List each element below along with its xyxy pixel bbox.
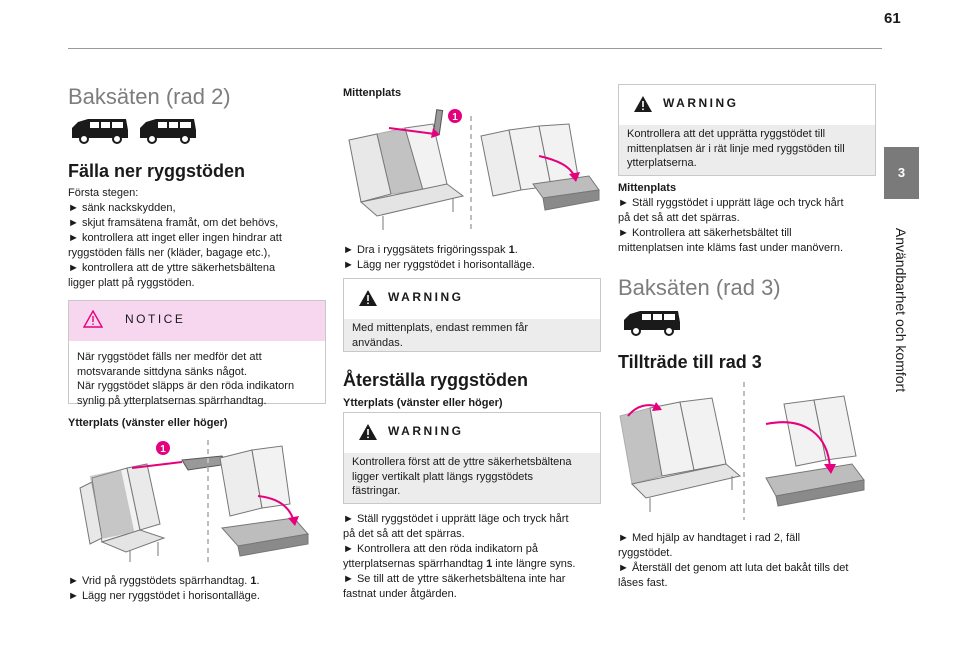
notice-title: NOTICE <box>125 312 186 326</box>
warning-text-3: Kontrollera att det upprätta ryggstödet … <box>627 128 845 169</box>
chapter-title: Användbarhet och komfort <box>893 227 909 393</box>
section-heading-row3: Baksäten (rad 3) <box>618 275 781 300</box>
warning-box-1: WARNING Med mittenplats, endast remmen f… <box>343 278 601 352</box>
access-steps: ► Med hjälp av handtaget i rad 2, fäll r… <box>618 532 849 589</box>
chapter-tab[interactable]: 3 <box>884 147 919 199</box>
first-steps-text: Första stegen: ► sänk nackskydden, ► skj… <box>68 187 282 289</box>
seat-fold-illustration-1: 1 <box>79 440 309 564</box>
middle-steps: ► Dra i ryggsätets frigöringsspak 1. ► L… <box>343 244 535 271</box>
seat-access-illustration <box>619 382 865 520</box>
outer-steps: ► Vrid på ryggstödets spärrhandtag. 1. ►… <box>68 575 260 602</box>
warning-icon <box>359 424 377 440</box>
callout-1-icon <box>156 441 170 455</box>
header-rule <box>68 48 882 49</box>
page-number: 61 <box>884 10 901 27</box>
van-long-icon <box>72 119 128 144</box>
restore-steps: ► Ställ ryggstödet i upprätt läge och tr… <box>343 513 576 600</box>
seat-fold-illustration-2: 1 <box>348 109 600 232</box>
warning-title-2: WARNING <box>388 424 464 438</box>
warning-text-2: Kontrollera först att de yttre säkerhets… <box>352 456 572 497</box>
outer-seat-title: Ytterplats (vänster eller höger) <box>68 417 228 429</box>
subheading-restore: Återställa ryggstöden <box>343 370 529 390</box>
svg-text:1: 1 <box>452 112 458 123</box>
svg-text:1: 1 <box>160 444 166 455</box>
subheading-fold-down: Fälla ner ryggstöden <box>68 161 246 181</box>
warning-icon <box>359 290 377 306</box>
vehicle-icons <box>72 119 196 144</box>
warning-text-1: Med mittenplats, endast remmen får använ… <box>352 322 529 349</box>
subheading-access-row3: Tillträde till rad 3 <box>618 352 762 372</box>
outer-seat-title-2: Ytterplats (vänster eller höger) <box>343 397 503 409</box>
middle-seat-title-2: Mittenplats <box>618 182 677 194</box>
warning-title-1: WARNING <box>388 290 464 304</box>
warning-box-3: WARNING Kontrollera att det upprätta ryg… <box>618 84 876 176</box>
callout-1-icon-middle <box>448 109 462 123</box>
van-short-icon <box>140 119 196 144</box>
notice-box: NOTICE När ryggstödet fälls ner medför d… <box>68 300 326 407</box>
middle-seat-title: Mittenplats <box>343 87 402 99</box>
middle-restore-steps: ► Ställ ryggstödet i upprätt läge och tr… <box>618 197 844 254</box>
warning-title-3: WARNING <box>663 96 739 110</box>
warning-box-2: WARNING Kontrollera först att de yttre s… <box>343 412 601 504</box>
notice-warning-icon <box>83 310 103 328</box>
warning-icon <box>634 96 652 112</box>
van-long-icon-row3 <box>624 311 680 336</box>
section-heading-row2: Baksäten (rad 2) <box>68 84 231 109</box>
notice-text: När ryggstödet fälls ner medför det att … <box>77 351 295 407</box>
